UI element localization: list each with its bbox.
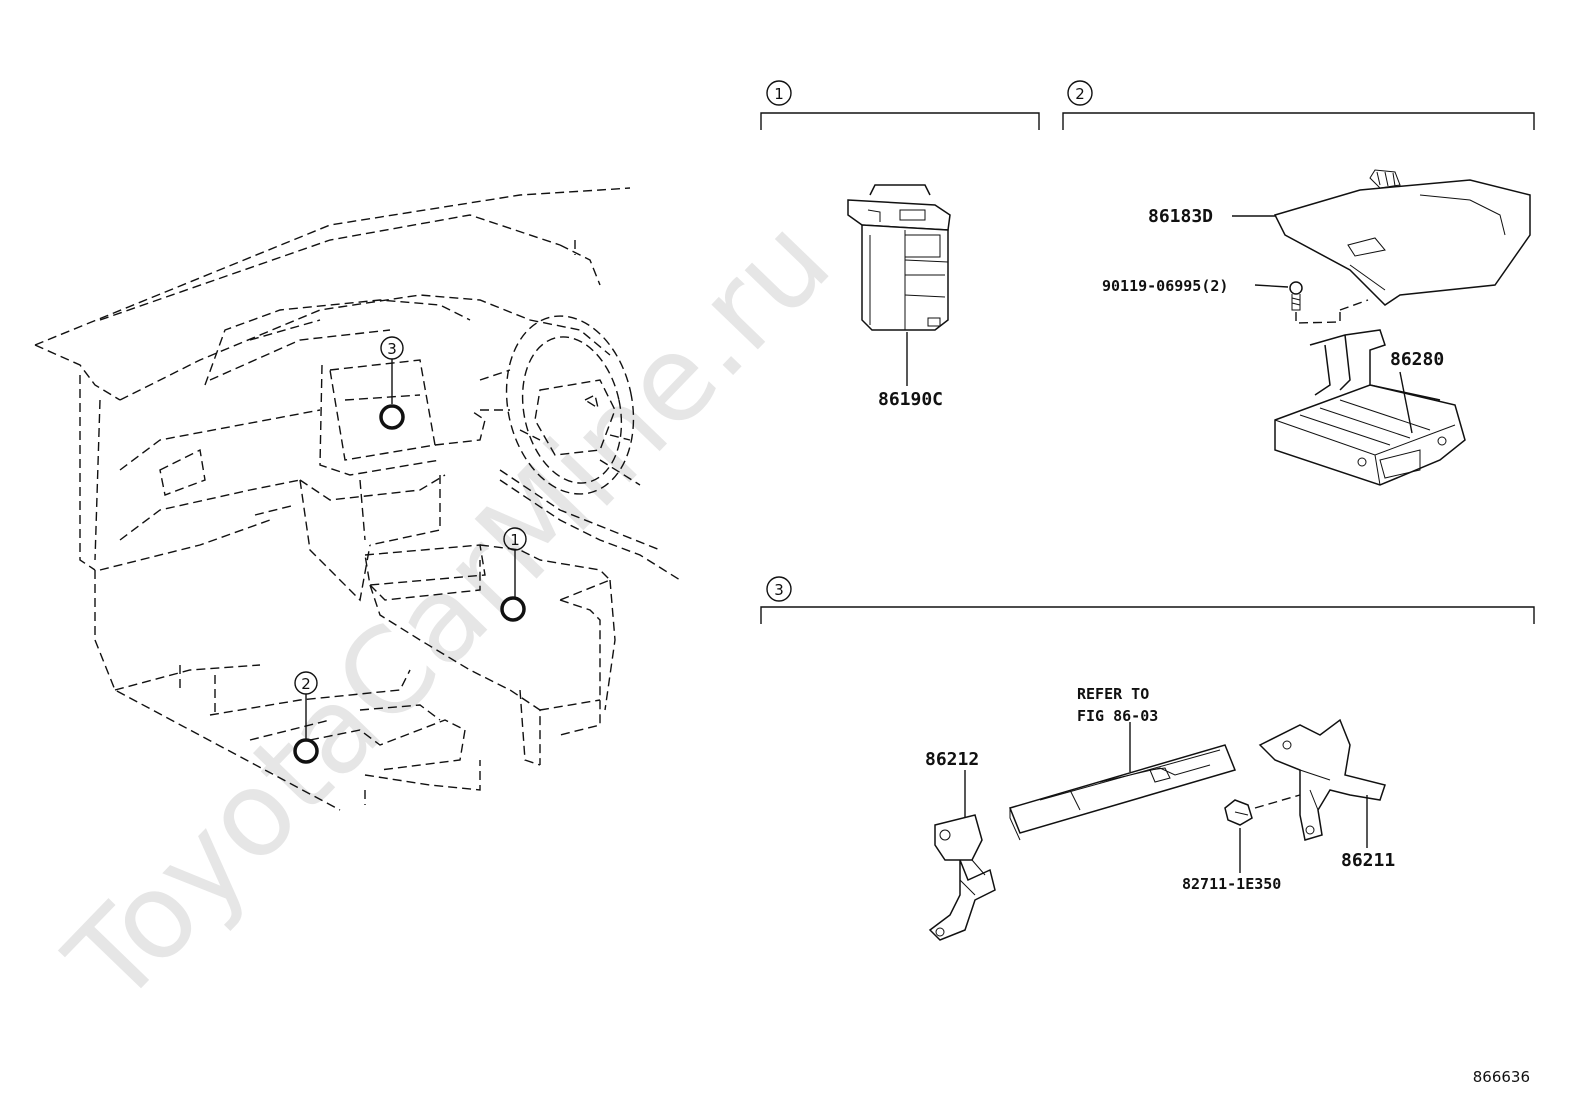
bracket-86211	[1258, 718, 1386, 848]
amplifier-86280	[1274, 329, 1466, 486]
part-number-86211: 86211	[1341, 850, 1395, 871]
section-1-header: 1	[760, 80, 1040, 130]
svg-text:2: 2	[301, 675, 311, 693]
refer-to-line1: REFER TO	[1077, 685, 1149, 703]
location-marker-2: 2	[293, 671, 319, 764]
svg-text:3: 3	[774, 581, 784, 599]
part-number-90119-06995: 90119-06995(2)	[1102, 277, 1228, 295]
cover-86183D	[1232, 169, 1531, 306]
receiver-unit	[1008, 722, 1237, 841]
screw-90119	[1254, 281, 1369, 324]
switch-86190C	[847, 184, 951, 386]
part-number-86280: 86280	[1390, 349, 1444, 370]
part-number-86190C: 86190C	[878, 389, 943, 410]
watermark: ToyotaCarMine.ru	[40, 192, 856, 1030]
clip-82711	[1224, 794, 1301, 873]
svg-text:1: 1	[510, 531, 520, 549]
location-marker-1: 1	[500, 527, 527, 622]
part-number-86183D: 86183D	[1148, 206, 1213, 227]
figure-id: 866636	[1473, 1068, 1530, 1086]
bracket-86212	[928, 770, 996, 941]
svg-text:2: 2	[1075, 85, 1085, 103]
section-3-header: 3	[760, 576, 1535, 624]
location-marker-3: 3	[379, 336, 405, 430]
part-number-82711-1E350: 82711-1E350	[1182, 875, 1281, 893]
refer-to-line2: FIG 86-03	[1077, 707, 1158, 725]
svg-text:3: 3	[387, 340, 397, 358]
section-2-header: 2	[1062, 80, 1535, 130]
svg-text:1: 1	[774, 85, 784, 103]
dashboard-illustration	[34, 187, 681, 811]
part-number-86212: 86212	[925, 749, 979, 770]
